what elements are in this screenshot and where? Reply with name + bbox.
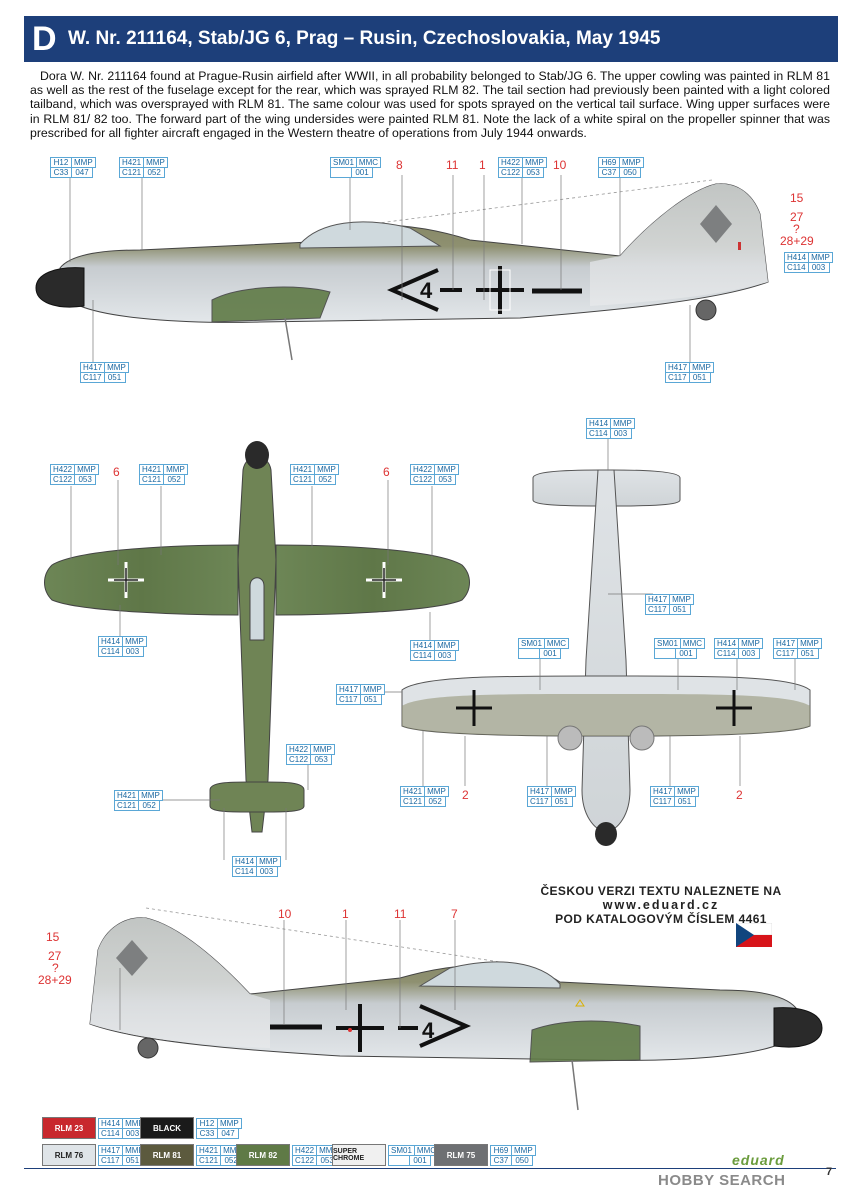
- decal-number: 6: [383, 465, 390, 479]
- czech-note-line3: POD KATALOGOVÝM ČÍSLEM 4461: [555, 912, 767, 926]
- decal-number: 2: [736, 788, 743, 802]
- decal-number: 28+29: [38, 973, 72, 987]
- decal-number: 1: [479, 158, 486, 172]
- side-profile-left: 4: [89, 907, 823, 1111]
- decal-number: 11: [446, 158, 459, 172]
- footer-divider: [24, 1168, 836, 1169]
- decal-number: 15: [790, 191, 804, 205]
- czech-note-url[interactable]: www.eduard.cz: [602, 898, 720, 912]
- decal-number: 28+29: [780, 234, 814, 248]
- decal-number: 11: [394, 907, 407, 921]
- scheme-letter: D: [32, 19, 57, 58]
- swatch-chip: SUPER CHROME: [332, 1144, 386, 1166]
- swatch-chip: BLACK: [140, 1117, 194, 1139]
- decal-number: 2: [462, 788, 469, 802]
- bottom-view: [401, 469, 811, 846]
- swatch-chip: RLM 82: [236, 1144, 290, 1166]
- page-number: 7: [826, 1166, 833, 1178]
- decal-number: 7: [451, 907, 458, 921]
- decal-number: ?: [52, 961, 59, 975]
- decal-number: 15: [46, 930, 60, 944]
- swatch-chip: RLM 23: [42, 1117, 96, 1139]
- eduard-logo: eduard: [732, 1152, 785, 1168]
- czech-flag-icon: [736, 923, 772, 947]
- decal-number: 10: [553, 158, 567, 172]
- decal-number: ?: [793, 222, 800, 236]
- decal-number: 8: [396, 158, 403, 172]
- page-header: D W. Nr. 211164, Stab/JG 6, Prag – Rusin…: [24, 16, 838, 62]
- swatch-chip: RLM 76: [42, 1144, 96, 1166]
- decal-number: 10: [278, 907, 292, 921]
- decal-number: 27: [48, 949, 62, 963]
- side-right-code: 4: [420, 278, 433, 303]
- side-left-code: 4: [422, 1018, 435, 1043]
- czech-version-note: ČESKOU VERZI TEXTU NALEZNETE NA www.edua…: [538, 884, 784, 926]
- swatch-chip: RLM 75: [434, 1144, 488, 1166]
- scheme-title: W. Nr. 211164, Stab/JG 6, Prag – Rusin, …: [68, 28, 661, 49]
- decal-number: 1: [342, 907, 349, 921]
- decal-number: 6: [113, 465, 120, 479]
- swatch-chip: RLM 81: [140, 1144, 194, 1166]
- czech-note-line1: ČESKOU VERZI TEXTU NALEZNETE NA: [540, 884, 782, 898]
- decal-number: 27: [790, 210, 804, 224]
- hobbysearch-watermark: HOBBY SEARCH: [658, 1172, 786, 1189]
- intro-paragraph: Dora W. Nr. 211164 found at Prague-Rusin…: [30, 69, 830, 140]
- top-view: [44, 441, 470, 833]
